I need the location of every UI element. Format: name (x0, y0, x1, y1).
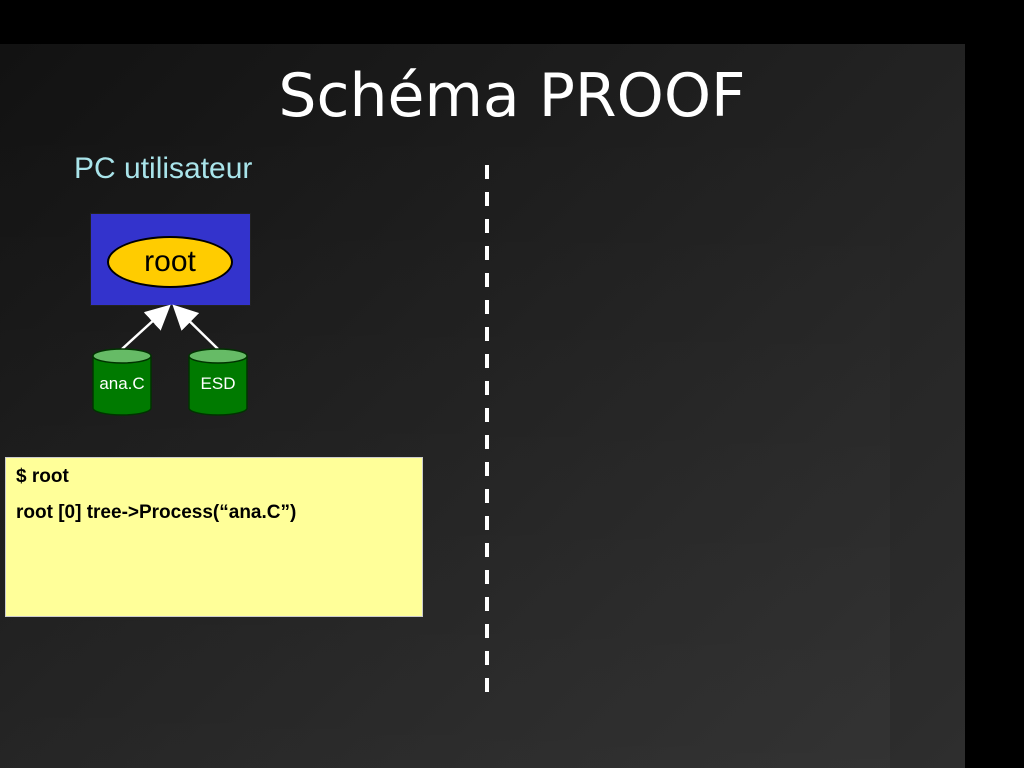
root-ellipse: root (107, 236, 233, 288)
file-label: ana.C (99, 374, 145, 393)
console-line: $ root (16, 466, 69, 487)
root-label: root (144, 245, 196, 278)
file-label: ESD (200, 374, 236, 393)
file-cylinder-esd: ESD (188, 348, 248, 416)
console-box: $ root root [0] tree->Process(“ana.C”) (5, 457, 423, 617)
pc-label: PC utilisateur (74, 152, 253, 185)
console-line: root [0] tree->Process(“ana.C”) (16, 502, 297, 523)
file-cylinder-ana: ana.C (92, 348, 152, 416)
cylinder-icon (188, 348, 248, 416)
cylinder-icon (92, 348, 152, 416)
slide-background (0, 44, 965, 768)
slide-background-inner (0, 100, 890, 768)
dashed-divider (485, 165, 489, 702)
slide-title: Schéma PROOF (278, 61, 746, 131)
